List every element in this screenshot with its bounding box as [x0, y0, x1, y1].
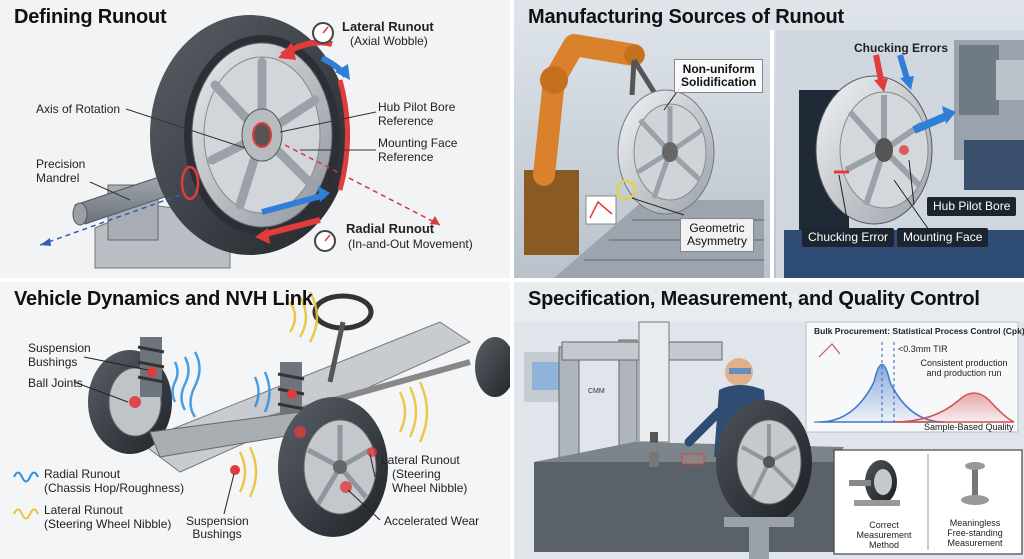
ball-joints-label: Ball Joints	[28, 376, 83, 390]
panel-title: Vehicle Dynamics and NVH Link	[14, 288, 313, 310]
mounting-face-label-1: Mounting Face	[378, 136, 458, 150]
consistent-production-label: Consistent production and production run	[920, 358, 1008, 378]
chucking-error-tag: Chucking Error	[802, 228, 895, 247]
geometric-asymmetry-label: Geometric Asymmetry	[680, 218, 754, 252]
non-uniform-solidification-label: Non-uniform Solidification	[674, 59, 764, 93]
lateral-runout-sub: (Axial Wobble)	[350, 34, 428, 48]
panel-title: Specification, Measurement, and Quality …	[528, 288, 980, 310]
panel-title: Defining Runout	[14, 6, 167, 28]
panel-quality-control: Specification, Measurement, and Quality …	[514, 282, 1024, 559]
cmm-illustration	[514, 321, 1024, 559]
lateral-runout-label: Lateral Runout	[342, 19, 434, 34]
suspension-bushings-2-label: Suspension Bushings	[186, 514, 249, 541]
axis-of-rotation-label: Axis of Rotation	[36, 102, 121, 116]
suspension-bushings-label-2: Bushings	[28, 355, 78, 369]
mounting-face-tag: Mounting Face	[897, 228, 989, 247]
sample-based-quality-label: Sample-Based Quality	[924, 422, 1014, 432]
radial-runout-sub: (In-and-Out Movement)	[348, 237, 473, 251]
precision-mandrel-label-1: Precision	[36, 157, 86, 171]
radial-legend-label-2: (Chassis Hop/Roughness)	[44, 481, 185, 495]
lateral-legend-label-2: (Steering Wheel Nibble)	[44, 517, 172, 531]
lateral-runout-nibble-label-2: (Steering	[392, 467, 441, 481]
spc-title: Bulk Procurement: Statistical Process Co…	[814, 326, 1024, 336]
tir-label: <0.3mm TIR	[898, 344, 948, 354]
lateral-legend-label-1: Lateral Runout	[44, 503, 123, 517]
panel-manufacturing-sources: Manufacturing Sources of Runout Non-unif…	[514, 0, 1024, 278]
lateral-runout-nibble-label-3: Wheel Nibble)	[392, 481, 468, 495]
panel-vehicle-dynamics: Vehicle Dynamics and NVH Link Suspension…	[0, 282, 510, 559]
correct-measurement-label: Correct Measurement Method	[856, 520, 912, 550]
precision-mandrel-label-2: Mandrel	[36, 171, 80, 185]
radial-runout-label: Radial Runout	[346, 221, 435, 236]
mounting-face-label-2: Reference	[378, 150, 434, 164]
radial-legend-label-1: Radial Runout	[44, 467, 121, 481]
lateral-runout-nibble-label-1: Lateral Runout	[381, 453, 460, 467]
meaningless-measurement-label: Meaningless Free-standing Measurement	[947, 518, 1003, 548]
panel-title: Manufacturing Sources of Runout	[528, 6, 845, 28]
hub-pilot-bore-label-2: Reference	[378, 114, 434, 128]
hub-pilot-bore-label-1: Hub Pilot Bore	[378, 100, 456, 114]
chucking-errors-label: Chucking Errors	[854, 41, 949, 55]
panel-defining-runout: Defining Runout Lateral Runout (Axial Wo…	[0, 0, 510, 278]
chassis-illustration	[13, 291, 510, 537]
cmm-label: CMM	[588, 388, 605, 395]
suspension-bushings-label-1: Suspension	[28, 341, 91, 355]
wheel-on-mandrel-illustration	[39, 15, 441, 269]
accelerated-wear-label: Accelerated Wear	[384, 514, 480, 528]
hub-pilot-bore-tag: Hub Pilot Bore	[927, 197, 1017, 216]
